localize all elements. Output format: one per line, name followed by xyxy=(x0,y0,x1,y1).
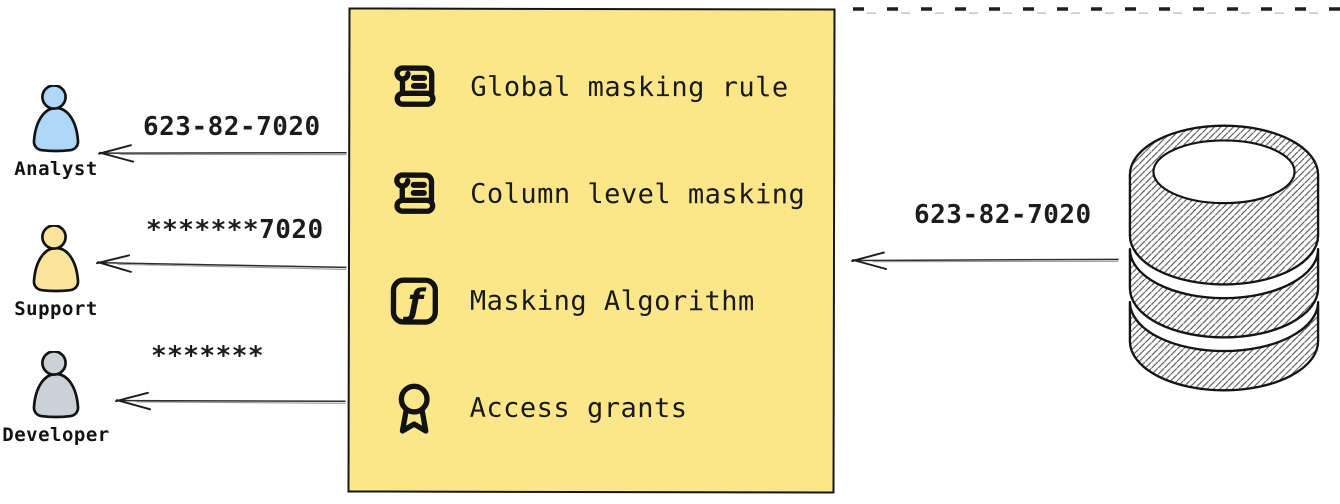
arrow-to-support xyxy=(88,250,348,278)
value-from-database: 623-82-7020 xyxy=(914,200,1092,230)
person-icon xyxy=(32,225,80,293)
persona-label: Developer xyxy=(2,424,110,446)
scroll-icon xyxy=(386,59,443,116)
persona-support: Support xyxy=(0,225,112,320)
function-icon: ƒ xyxy=(386,273,443,330)
persona-analyst: Analyst xyxy=(0,85,112,180)
scroll-icon xyxy=(386,166,443,223)
person-icon xyxy=(32,351,80,419)
rule-masking-algorithm: ƒ Masking Algorithm xyxy=(386,273,833,331)
value-to-developer: ******* xyxy=(151,341,265,371)
rule-label: Column level masking xyxy=(470,178,806,211)
arrow-to-developer xyxy=(107,386,347,415)
masking-rules-box: Global masking rule Column level masking… xyxy=(347,7,836,494)
rule-access-grants: Access grants xyxy=(386,380,833,438)
arrow-db-to-box xyxy=(843,244,1120,274)
person-icon xyxy=(32,85,80,153)
value-to-analyst: 623-82-7020 xyxy=(143,112,321,142)
persona-developer: Developer xyxy=(0,351,112,446)
persona-label: Analyst xyxy=(14,158,98,180)
arrow-to-analyst xyxy=(90,137,348,167)
rule-column-level-masking: Column level masking xyxy=(386,166,833,224)
dashed-line xyxy=(853,7,1340,14)
dashed-border-top xyxy=(853,0,1340,14)
rule-global-masking: Global masking rule xyxy=(386,59,833,117)
value-to-support: *******7020 xyxy=(146,215,324,245)
persona-label: Support xyxy=(14,298,98,320)
rule-label: Masking Algorithm xyxy=(469,285,755,318)
rule-label: Global masking rule xyxy=(470,71,789,104)
database-icon xyxy=(1126,115,1322,401)
rule-label: Access grants xyxy=(469,392,688,425)
award-icon xyxy=(386,380,443,437)
function-glyph: ƒ xyxy=(402,282,427,322)
